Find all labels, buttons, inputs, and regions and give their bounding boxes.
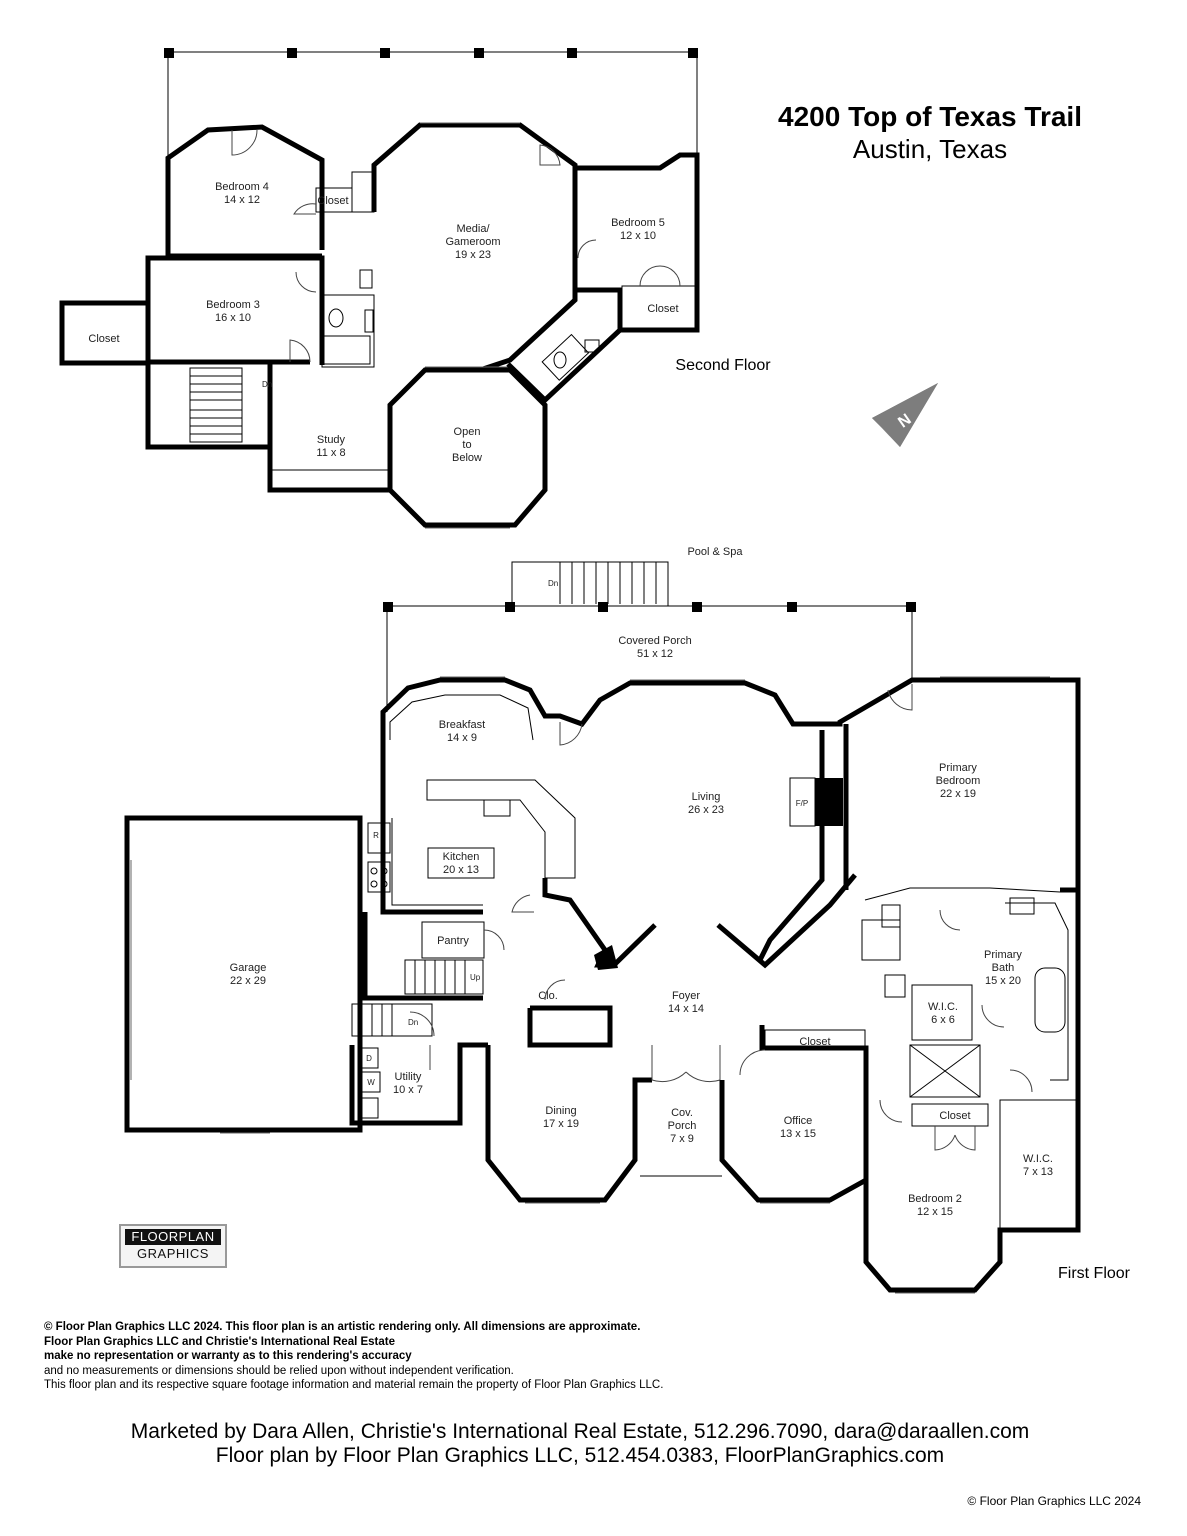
floorplan-graphics-logo: FLOORPLAN GRAPHICS [119,1224,227,1268]
primary-bath-name-2: Bath [992,962,1015,974]
pantry-label: Pantry [437,935,469,947]
bedroom4-closet-label: Closet [317,195,348,207]
footer: Marketed by Dara Allen, Christie's Inter… [0,1420,1160,1468]
study-name: Study [317,434,346,446]
pool-stair-dn: Dn [548,579,558,588]
bedroom3-name: Bedroom 3 [206,299,260,311]
primary-bath-name-1: Primary [984,949,1022,961]
fireplace-label: F/P [796,799,808,808]
primary-bedroom-size: 22 x 19 [940,788,976,800]
office-size: 13 x 15 [780,1128,816,1140]
stairs-dn-label: Dn [408,1018,418,1027]
property-address: 4200 Top of Texas Trail [778,101,1082,132]
bed2-closet-label: Closet [939,1110,970,1122]
wic-small-size: 6 x 6 [931,1014,955,1026]
logo-line-2: GRAPHICS [137,1246,209,1261]
bedroom5-name: Bedroom 5 [611,217,665,229]
utility-name: Utility [395,1071,422,1083]
open-below-2: to [462,439,471,451]
cov-porch-size: 7 x 9 [670,1133,694,1145]
breakfast-name: Breakfast [439,719,485,731]
dining-size: 17 x 19 [543,1118,579,1130]
disclaimer-line-4: and no measurements or dimensions should… [44,1364,514,1377]
compass-icon: N [872,383,938,447]
disclaimer-line-3: make no representation or warranty as to… [44,1350,412,1362]
living-size: 26 x 23 [688,804,724,816]
garage-stairs [361,1004,393,1036]
stairs-up-label: Up [470,973,481,982]
utility-size: 10 x 7 [393,1084,423,1096]
cov-porch-name-1: Cov. [671,1107,693,1119]
pool-stairs [559,562,657,604]
media-name-2: Gameroom [445,236,500,248]
interior-stairs [414,960,466,994]
garage-name: Garage [230,962,267,974]
bedroom3-closet-label: Closet [88,333,119,345]
footer-credits: Floor plan by Floor Plan Graphics LLC, 5… [215,1444,945,1467]
disclaimer: © Floor Plan Graphics LLC 2024. This flo… [44,1320,663,1393]
dining-name: Dining [545,1105,576,1117]
office-name: Office [784,1115,813,1127]
footer-marketing: Marketed by Dara Allen, Christie's Inter… [130,1420,1030,1443]
bedroom5-size: 12 x 10 [620,230,656,242]
kitchen-size: 20 x 13 [443,864,479,876]
bedroom3-size: 16 x 10 [215,312,251,324]
primary-bedroom-name-2: Bedroom [936,775,981,787]
bedroom2-name: Bedroom 2 [908,1193,962,1205]
covered-porch-name: Covered Porch [618,635,691,647]
open-below-1: Open [454,426,481,438]
open-below-3: Below [452,452,482,464]
pool-label: Pool & Spa [687,546,743,558]
wic-small-name: W.I.C. [928,1001,958,1013]
second-floor-stairs [189,367,243,443]
second-floor-plan [59,48,700,529]
logo-line-1: FLOORPLAN [125,1229,221,1245]
porch-posts [383,602,916,612]
disclaimer-line-1: © Floor Plan Graphics LLC 2024. This flo… [44,1321,641,1333]
second-floor-stair-dn: Dn [262,380,272,389]
cov-porch-name-2: Porch [668,1120,697,1132]
fridge-label: R [373,831,379,840]
disclaimer-line-2: Floor Plan Graphics LLC and Christie's I… [44,1335,396,1348]
balcony-posts [164,48,698,58]
study-size: 11 x 8 [316,447,345,459]
covered-porch-size: 51 x 12 [637,648,673,660]
title-block: 4200 Top of Texas Trail Austin, Texas [720,100,1140,164]
office-closet-label: Closet [799,1036,830,1048]
bedroom5-closet-label: Closet [647,303,678,315]
bedroom4-name: Bedroom 4 [215,181,269,193]
bedroom2-size: 12 x 15 [917,1206,953,1218]
wic-large-name: W.I.C. [1023,1153,1053,1165]
media-size: 19 x 23 [455,249,491,261]
copyright: © Floor Plan Graphics LLC 2024 [967,1494,1141,1508]
first-floor-label: First Floor [1058,1265,1131,1282]
first-floor-plan [124,561,1081,1294]
media-name-1: Media/ [456,223,490,235]
property-city: Austin, Texas [852,134,1008,164]
foyer-size: 14 x 14 [668,1003,704,1015]
bedroom4-size: 14 x 12 [224,194,260,206]
small-closet-label: Clo. [538,990,558,1002]
washer-label: W [367,1078,375,1087]
disclaimer-line-5: This floor plan and its respective squar… [44,1379,664,1391]
primary-bath-size: 15 x 20 [985,975,1021,987]
second-floor-label: Second Floor [675,357,771,374]
living-name: Living [692,791,721,803]
foyer-name: Foyer [672,990,700,1002]
breakfast-size: 14 x 9 [447,732,477,744]
dryer-label: D [366,1054,372,1063]
kitchen-name: Kitchen [443,851,480,863]
primary-bedroom-name-1: Primary [939,762,977,774]
garage-size: 22 x 29 [230,975,266,987]
wic-large-size: 7 x 13 [1023,1166,1053,1178]
